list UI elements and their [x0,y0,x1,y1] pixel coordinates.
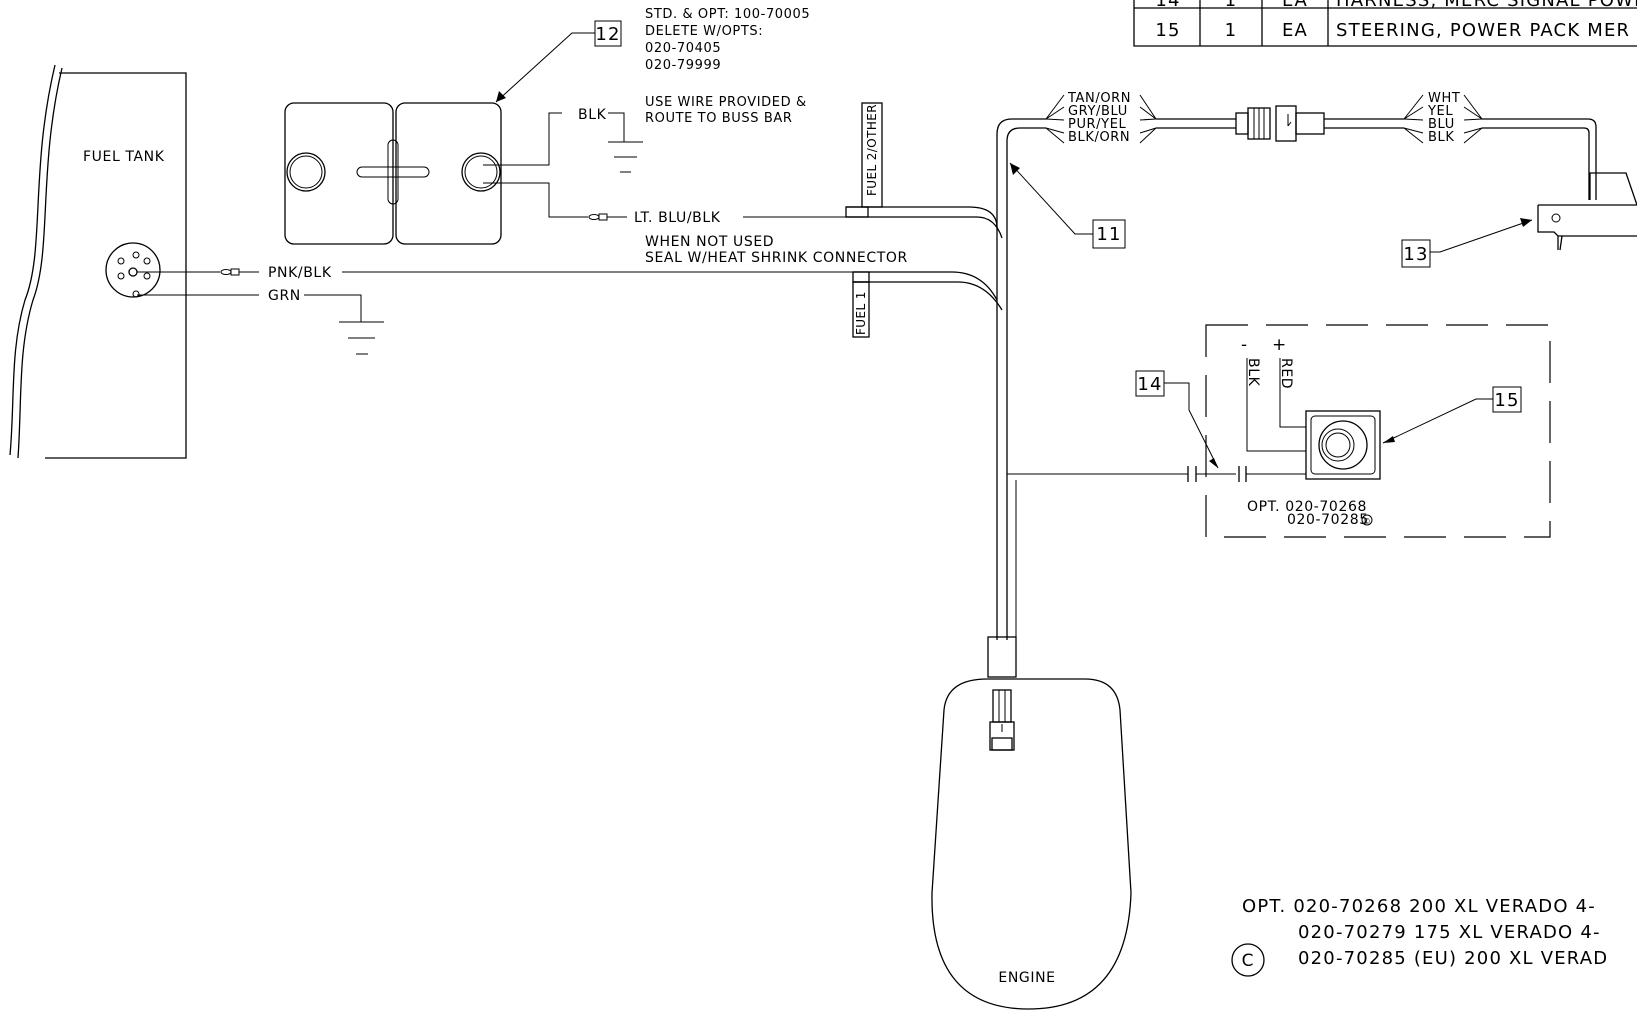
gauge-signal-wire: LT. BLU/BLK [483,182,846,226]
sender-signal-wire-label: PNK/BLK [268,265,332,281]
wire-label-tan-orn: TAN/ORN [1067,91,1131,106]
svg-text:11: 11 [1096,224,1121,245]
unused-note-line1: WHEN NOT USED [645,234,774,250]
unused-note-line2: SEAL W/HEAT SHRINK CONNECTOR [645,250,908,266]
ground-note-line1: USE WIRE PROVIDED & [645,95,807,110]
power-pack-neg-sign: - [1241,335,1248,355]
engine-harness-plug [989,689,1015,751]
parts-row-15-qty: 1 [1225,20,1238,41]
harness-label-fuel1: FUEL 1 [854,291,868,335]
parts-row-14-description: HARNESS, MERC SIGNAL POWER [1336,0,1637,11]
svg-text:13: 13 [1403,244,1428,265]
options-line-2: 020-70279 175 XL VERADO 4- [1298,922,1601,943]
fuel-tank-label: FUEL TANK [83,149,165,165]
svg-text:DELETE W/OPTS:: DELETE W/OPTS: [645,24,763,39]
harness-label-fuel2: FUEL 2/OTHER [865,104,879,196]
parts-row-14-item: 14 [1155,0,1180,11]
svg-text:12: 12 [595,24,620,45]
power-pack-polarity: - + BLK RED [1241,335,1294,389]
callout-14: 14 [1135,370,1219,469]
parts-row-14-unit: EA [1282,0,1308,11]
power-pack-option-box [1205,324,1551,538]
parts-row-15-item: 15 [1155,20,1180,41]
harness-breakout-right: WHT YEL BLU BLK [1403,91,1597,200]
ground-note-line2: ROUTE TO BUSS BAR [645,111,793,126]
options-line-3: 020-70285 (EU) 200 XL VERAD [1298,948,1608,969]
main-harness: FUEL 2/OTHER FUEL 1 [845,102,1046,678]
wire-label-gry-blu: GRY/BLU [1068,104,1128,119]
svg-text:020-70405: 020-70405 [645,41,721,56]
fuel-tank: FUEL TANK [9,64,187,459]
parts-row-14-qty: 1 [1225,0,1238,11]
power-pack-neg-wire: BLK [1245,358,1261,387]
options-list: OPT. 020-70268 200 XL VERADO 4- 020-7027… [1231,896,1608,977]
steering-power-pack [1305,410,1381,480]
options-line-1: OPT. 020-70268 200 XL VERADO 4- [1242,896,1596,917]
power-pack-wiring [1006,358,1306,640]
sender-ground-wire-label: GRN [268,288,301,304]
parts-row-15-description: STEERING, POWER PACK MER [1336,20,1630,41]
callout-15: 15 [1382,386,1522,444]
engine-label: ENGINE [998,970,1055,986]
wire-label-wht: WHT [1428,91,1460,106]
callout-12: 12 [495,20,622,103]
wire-label-blu: BLU [1428,117,1455,132]
power-pack-pos-wire: RED [1278,358,1294,389]
wire-label-blk-orn: BLK/ORN [1068,130,1130,145]
item12-note: STD. & OPT: 100-70005 DELETE W/OPTS: 020… [645,7,810,73]
dual-fuel-gauge [284,102,502,245]
svg-text:15: 15 [1494,390,1519,411]
engine: ENGINE [931,678,1132,1010]
sender-wire-pnk-blk: PNK/BLK [137,265,853,281]
wire-label-pur-yel: PUR/YEL [1068,117,1127,132]
svg-text:020-79999: 020-79999 [645,58,721,73]
callout-11: 11 [1009,162,1126,249]
helm-switch-13 [1537,172,1637,251]
svg-text:C: C [1242,951,1255,971]
harness-plug-connector [1235,105,1404,142]
harness-breakout-left: TAN/ORN GRY/BLU PUR/YEL BLK/ORN [1045,91,1236,145]
wire-label-blk: BLK [1428,130,1455,145]
options-c-mark [1231,943,1265,977]
gauge-ground-wire-label: BLK [578,107,607,123]
svg-text:STD. & OPT: 100-70005: STD. & OPT: 100-70005 [645,7,810,22]
svg-text:020-70285: 020-70285 [1287,512,1369,528]
sender-wire-grn: GRN [137,288,384,355]
callout-13: 13 [1401,218,1533,268]
svg-text:OPT. 020-70268: OPT. 020-70268 [1247,499,1367,515]
svg-text:14: 14 [1137,374,1162,395]
fuel-sender [105,242,161,298]
gauge-ground-wire: BLK USE WIRE PROVIDED & ROUTE TO BUSS BA… [483,95,807,173]
wire-label-yel: YEL [1427,104,1453,119]
power-pack-pos-sign: + [1272,335,1287,355]
gauge-signal-wire-label: LT. BLU/BLK [634,210,721,226]
parts-table: 14 1 EA HARNESS, MERC SIGNAL POWER 15 1 … [1133,0,1637,47]
svg-text:©: © [1363,517,1371,526]
parts-row-15-unit: EA [1282,20,1308,41]
power-pack-option-note: OPT. 020-70268 020-70285 © [1247,499,1373,528]
